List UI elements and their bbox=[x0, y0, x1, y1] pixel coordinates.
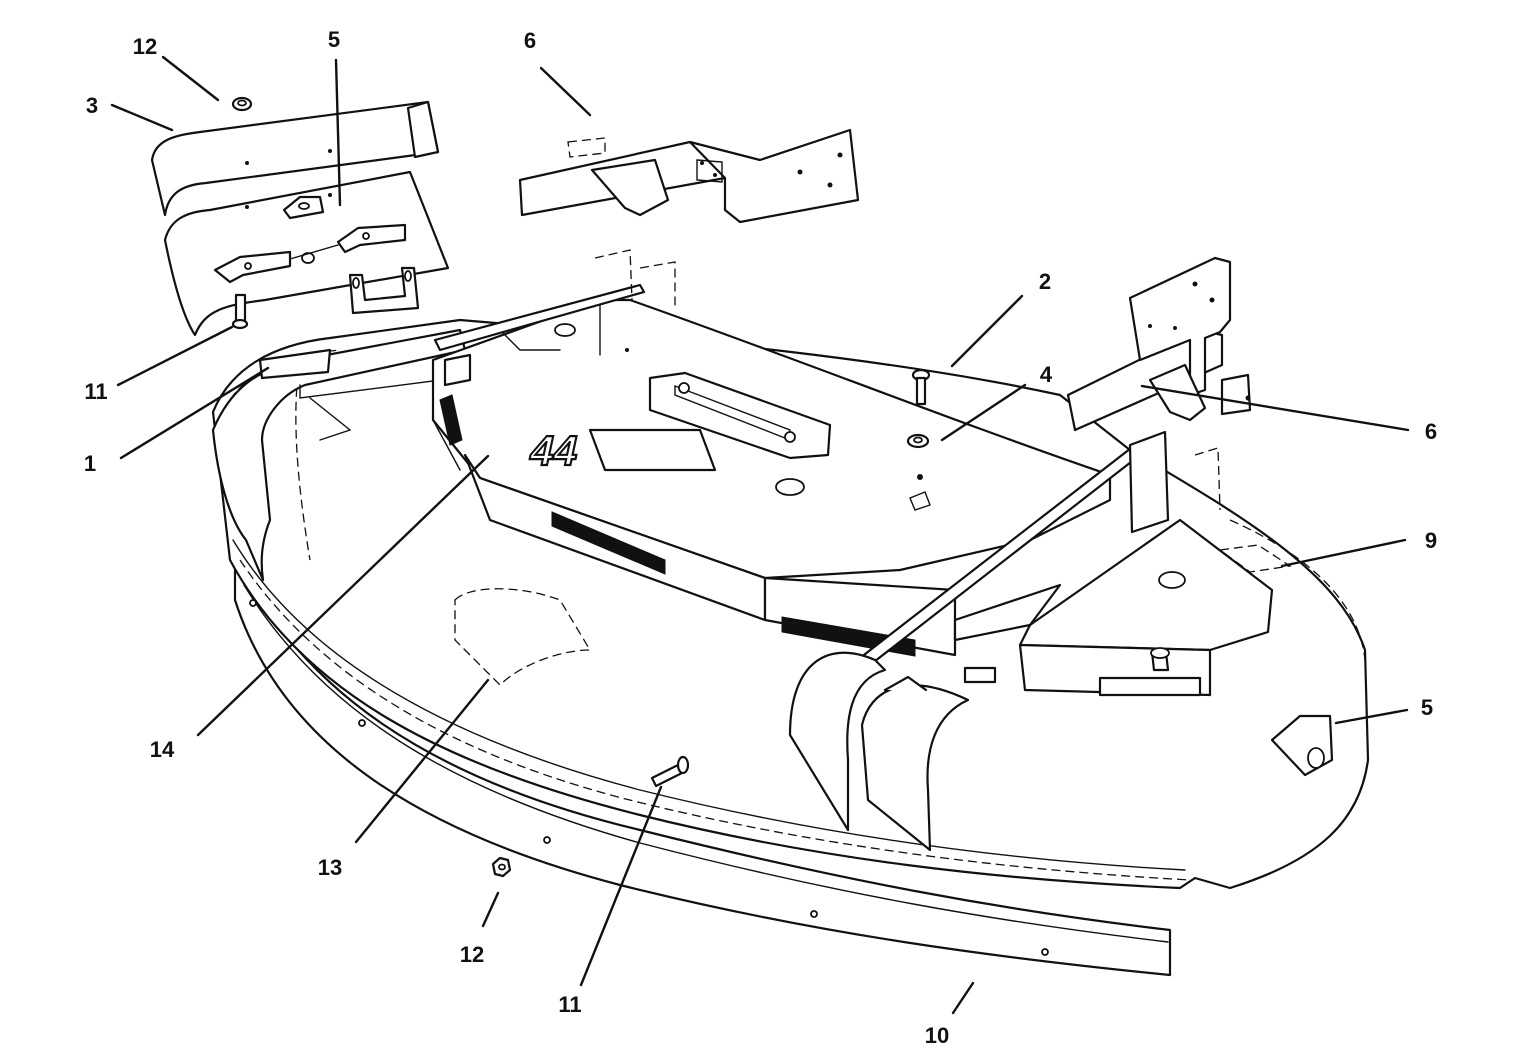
callout-4: 4 bbox=[1039, 362, 1053, 387]
leader-14 bbox=[196, 454, 490, 737]
callout-12-bottom: 12 bbox=[459, 942, 485, 967]
callout-5-top: 5 bbox=[327, 27, 341, 52]
decal-13 bbox=[454, 588, 592, 686]
leader-11-bottom bbox=[579, 785, 663, 987]
leader-10 bbox=[951, 981, 975, 1015]
bolt-11-bottom bbox=[650, 755, 690, 788]
leader-5-right bbox=[1334, 708, 1409, 725]
decal-44-text: 44 bbox=[526, 427, 583, 473]
center-housing bbox=[431, 298, 1112, 657]
leader-12-bottom bbox=[481, 891, 500, 928]
baffle-1 bbox=[211, 328, 481, 582]
callout-13: 13 bbox=[317, 855, 343, 880]
decal-14: 44 bbox=[525, 426, 717, 475]
callout-9: 9 bbox=[1424, 528, 1438, 553]
arm-6-top bbox=[518, 128, 860, 224]
leader-11-top bbox=[116, 325, 234, 387]
leader-9 bbox=[1280, 538, 1407, 568]
callout-6-right: 6 bbox=[1424, 419, 1438, 444]
callout-10: 10 bbox=[924, 1023, 950, 1048]
guard-3 bbox=[150, 100, 440, 217]
plate-5-top bbox=[163, 170, 450, 337]
nut-12-top bbox=[231, 96, 253, 112]
washer-4 bbox=[906, 433, 931, 511]
pulley-cover-right bbox=[953, 518, 1274, 697]
callout-14: 14 bbox=[149, 737, 175, 762]
leader-4 bbox=[940, 383, 1027, 442]
bolt-11-top bbox=[231, 293, 249, 330]
callout-5-right: 5 bbox=[1420, 695, 1434, 720]
chute-deflector-right bbox=[788, 651, 970, 852]
callout-11-top: 11 bbox=[84, 379, 108, 404]
bumper-strip-10 bbox=[233, 553, 1172, 977]
callout-11-bottom: 11 bbox=[558, 992, 582, 1017]
leader-lines bbox=[110, 55, 1410, 1015]
leader-2 bbox=[950, 294, 1024, 368]
leader-6-top bbox=[539, 66, 592, 117]
callout-12-top: 12 bbox=[132, 34, 158, 59]
leader-1 bbox=[119, 366, 270, 460]
leader-6-right bbox=[1140, 384, 1410, 432]
screw-2 bbox=[911, 368, 931, 406]
callout-2: 2 bbox=[1038, 269, 1052, 294]
leader-3 bbox=[110, 103, 174, 132]
leader-5-top bbox=[334, 58, 342, 207]
callout-6-top: 6 bbox=[523, 28, 537, 53]
arm-6-right bbox=[1066, 256, 1252, 432]
callout-3: 3 bbox=[85, 93, 99, 118]
nut-12-bottom bbox=[491, 856, 512, 878]
leader-12-top bbox=[161, 55, 220, 102]
leader-13 bbox=[354, 678, 490, 844]
rear-rail bbox=[433, 249, 1221, 667]
callout-1: 1 bbox=[83, 451, 97, 476]
